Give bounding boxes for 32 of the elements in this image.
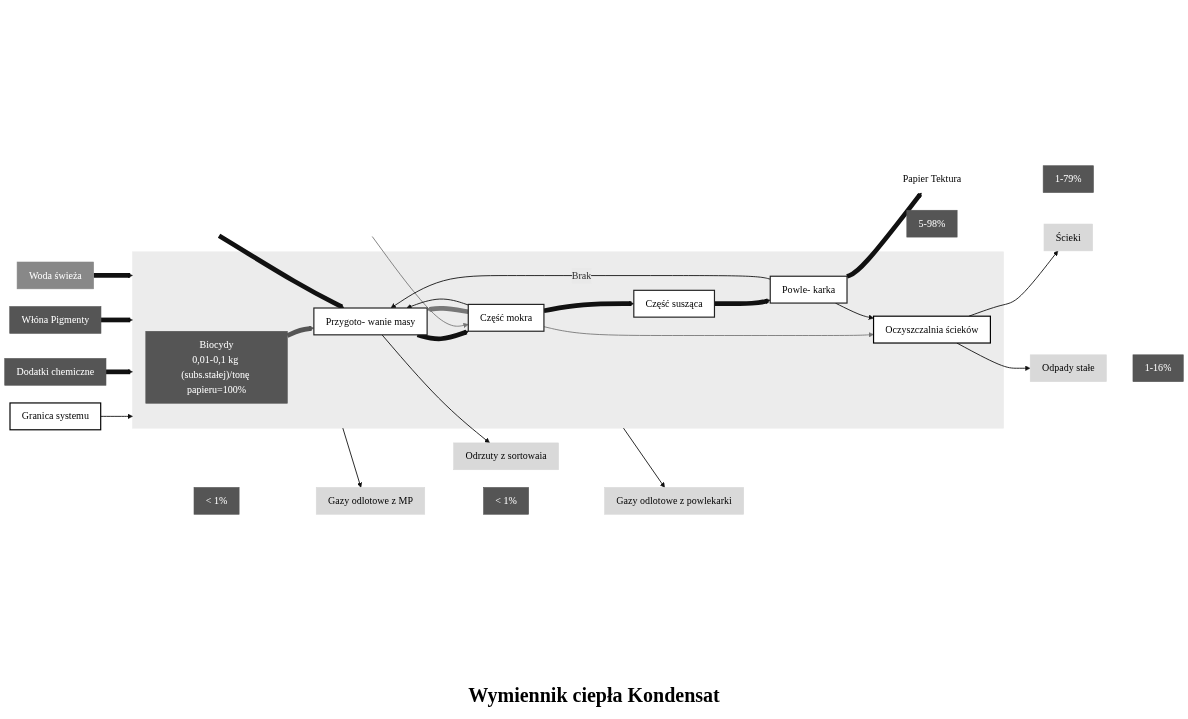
node-box: Część susząca bbox=[633, 289, 716, 318]
node-box: Dodatki chemiczne bbox=[4, 358, 107, 386]
arrow bbox=[714, 298, 771, 307]
node-box: Woda świeża bbox=[16, 261, 94, 290]
node-box: < 1% bbox=[483, 487, 529, 515]
arrow bbox=[217, 233, 345, 310]
node-box: Oczyszczalnia ścieków bbox=[872, 315, 991, 344]
node-box: Gazy odlotowe z MP bbox=[315, 487, 426, 515]
node-box: Część mokra bbox=[467, 303, 545, 332]
node-box: Włóna Pigmenty bbox=[9, 306, 102, 334]
arrow bbox=[101, 317, 133, 323]
cluster bbox=[132, 251, 1004, 429]
arrow bbox=[105, 369, 133, 375]
arrow bbox=[426, 306, 469, 315]
node-box: Granica systemu bbox=[9, 402, 102, 431]
arrow bbox=[416, 329, 469, 342]
node-text: Papier Tektura bbox=[902, 173, 962, 185]
arrow bbox=[93, 272, 133, 278]
node-box: 5-98% bbox=[906, 209, 958, 238]
node-box: Ścieki bbox=[1043, 223, 1093, 252]
node-box: Przygoto- wanie masy bbox=[313, 307, 428, 336]
node-box: 1-16% bbox=[1132, 354, 1184, 382]
arrow bbox=[846, 192, 922, 279]
node-box: Powle- karka bbox=[769, 275, 848, 304]
node-box: 1-79% bbox=[1042, 165, 1094, 193]
node-box: Biocydy 0,01-0,1 kg (subs.stałej)/tonę papieru=100% bbox=[145, 331, 288, 404]
note-text: Wymiennik ciepła Kondensat bbox=[468, 684, 720, 706]
edge-label: Brak bbox=[571, 269, 592, 282]
node-box: Gazy odlotowe z powlekarki bbox=[604, 487, 744, 515]
node-box: < 1% bbox=[193, 487, 240, 515]
node-box: Odrzuty z sortowaia bbox=[453, 442, 559, 471]
node-box: Odpady stałe bbox=[1029, 354, 1107, 382]
